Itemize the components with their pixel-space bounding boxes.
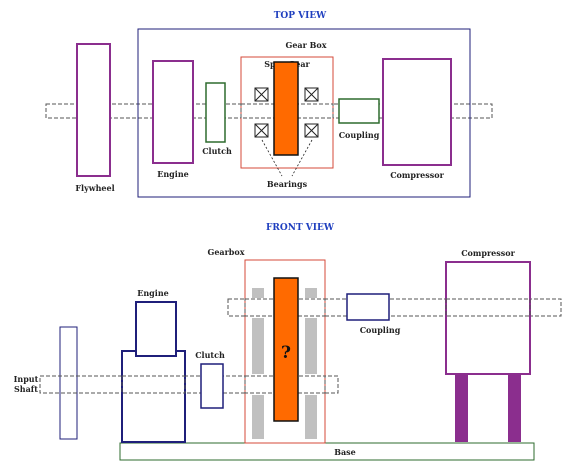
front-output-shaft bbox=[227, 298, 562, 317]
front-unknown-gear-label: ? bbox=[281, 343, 291, 363]
top-bearing-lower-right bbox=[304, 123, 319, 138]
bearing-pointer-left bbox=[261, 139, 283, 177]
front-compressor-leg-right bbox=[508, 375, 521, 442]
top-bearing-upper-right bbox=[304, 87, 319, 102]
top-bearing-upper-left bbox=[254, 87, 269, 102]
top-spur-gear bbox=[273, 61, 299, 156]
front-gearbox-label: Gearbox bbox=[207, 247, 244, 257]
front-bearing-left-bottom bbox=[252, 395, 264, 439]
front-bearing-right-bottom bbox=[305, 395, 317, 439]
top-clutch-label: Clutch bbox=[202, 146, 232, 156]
front-engine-body bbox=[121, 350, 186, 443]
top-gearbox-label: Gear Box bbox=[286, 40, 327, 50]
top-bearings-label: Bearings bbox=[267, 179, 308, 189]
front-bearing-left-top bbox=[252, 288, 264, 298]
top-bearing-lower-left bbox=[254, 123, 269, 138]
front-input-shaft-label-line2: Shaft bbox=[14, 384, 38, 394]
front-view-title: FRONT VIEW bbox=[266, 223, 335, 233]
top-engine bbox=[152, 60, 194, 164]
top-engine-label: Engine bbox=[157, 169, 188, 179]
front-clutch bbox=[200, 363, 224, 409]
front-shaft-through-engine bbox=[121, 375, 186, 394]
front-compressor-leg-left bbox=[455, 375, 468, 442]
top-compressor-label: Compressor bbox=[390, 170, 444, 180]
front-clutch-label: Clutch bbox=[195, 350, 225, 360]
front-input-shaft bbox=[39, 375, 339, 394]
front-input-plate bbox=[59, 326, 78, 440]
front-bearing-left-mid bbox=[252, 318, 264, 374]
top-coupling bbox=[338, 98, 380, 124]
front-bearing-right-mid bbox=[305, 318, 317, 374]
top-flywheel-label: Flywheel bbox=[75, 183, 114, 193]
top-compressor bbox=[382, 58, 452, 166]
top-clutch bbox=[205, 82, 226, 143]
front-unknown-gear bbox=[273, 277, 299, 422]
front-coupling bbox=[346, 293, 390, 321]
top-coupling-label: Coupling bbox=[339, 130, 380, 140]
top-flywheel bbox=[76, 43, 111, 177]
bearing-pointer-right bbox=[291, 139, 313, 177]
front-engine-top bbox=[135, 301, 177, 357]
front-bearing-right-top bbox=[305, 288, 317, 298]
top-view-title: TOP VIEW bbox=[274, 11, 327, 21]
front-compressor-label: Compressor bbox=[461, 248, 515, 258]
front-input-shaft-label-line1: Input bbox=[14, 374, 39, 384]
front-output-shaft-in-compressor bbox=[445, 298, 531, 317]
front-base-label: Base bbox=[334, 447, 356, 457]
front-coupling-label: Coupling bbox=[360, 325, 401, 335]
front-base bbox=[119, 442, 535, 461]
top-gearbox-frame bbox=[137, 28, 471, 198]
front-compressor bbox=[445, 261, 531, 375]
front-engine-label: Engine bbox=[137, 288, 168, 298]
